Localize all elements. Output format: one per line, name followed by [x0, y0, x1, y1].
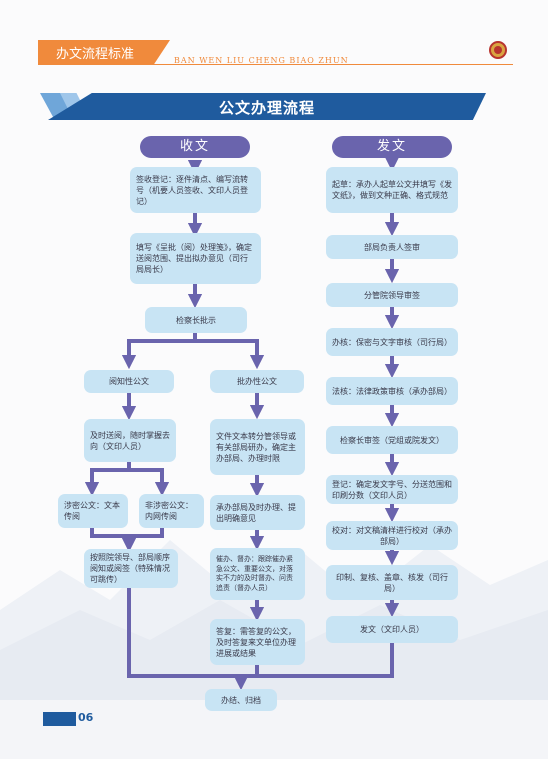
send-draft-step: 起草：承办人起草公文并填写《发文纸》，做到文种正确、格式规范: [326, 167, 458, 213]
issue-step: 发文（文印人员）: [326, 616, 458, 643]
leader-review-step: 分管院领导审签: [326, 283, 458, 307]
circulate-step: 按照院领导、部局顺序阅知或阅签（特殊情况可跳传）: [84, 549, 178, 588]
step-text: 检察长审签（党组或院发文）: [340, 435, 444, 445]
step-text: 部局负责人签审: [364, 242, 420, 252]
for-handling-branch: 批办性公文: [210, 370, 304, 393]
send-column-header: 发文: [332, 136, 452, 158]
timely-send-step: 及时送阅，随时掌握去向（文印人员）: [84, 419, 176, 462]
procuratorate-emblem-icon: [489, 41, 507, 59]
chief-approve-step: 检察长批示: [145, 307, 247, 333]
dept-sign-step: 部局负责人签审: [326, 235, 458, 259]
step-text: 校对：对文稿清样进行校对（承办部局）: [332, 525, 452, 546]
step-text: 涉密公文：文本传阅: [64, 501, 120, 521]
print-step: 印制、复核、盖章、核发（司行局）: [326, 565, 458, 600]
receive-column-header: 收文: [140, 136, 250, 158]
forward-step: 文件文本转分管领导或有关部局研办，确定主办部局、办理时限: [210, 419, 305, 475]
step-text: 发文（文印人员）: [360, 625, 424, 634]
step-text: 阅知性公文: [109, 377, 149, 386]
step-text: 及时送阅，随时掌握去向（文印人员）: [90, 430, 170, 451]
reply-step: 答复：需答复的公文，及时答复来文单位办理进展或结果: [210, 619, 305, 665]
receive-register-step: 签收登记：逐件清点、编写流转号（机要人员签收、文印人员登记）: [130, 167, 261, 213]
step-text: 填写《呈批（阅）处理笺》，确定送阅范围、提出拟办意见（司行局局长）: [136, 243, 252, 274]
step-text: 按照院领导、部局顺序阅知或阅签（特殊情况可跳传）: [90, 553, 170, 584]
step-text: 文件文本转分管领导或有关部局研办，确定主办部局、办理时限: [216, 431, 296, 463]
step-text: 答复：需答复的公文，及时答复来文单位办理进展或结果: [216, 626, 296, 658]
diagram-title: 公文办理流程: [218, 99, 315, 117]
step-text: 检察长批示: [176, 315, 216, 325]
step-text: 办核：保密与文字审核（司行局）: [332, 337, 452, 347]
step-text: 承办部局及时办理、提出明确意见: [216, 502, 296, 523]
for-reading-branch: 阅知性公文: [84, 370, 174, 393]
step-text: 法核：法律政策审核（承办部局）: [332, 386, 452, 396]
classified-step: 涉密公文：文本传阅: [58, 494, 128, 528]
step-text: 非涉密公文：内网传阅: [145, 501, 193, 521]
archive-step: 办结、归档: [205, 689, 277, 711]
page-number: 06: [78, 711, 94, 724]
step-text: 分管院领导审签: [364, 290, 420, 300]
step-text: 批办性公文: [237, 377, 277, 386]
office-review-step: 办核：保密与文字审核（司行局）: [326, 328, 458, 356]
unclassified-step: 非涉密公文：内网传阅: [139, 494, 204, 528]
page-number-bar: [43, 712, 76, 726]
step-text: 催办、督办：跟踪催办紧急公文、重要公文，对落实不力的及时督办、问责追责（督办人员…: [216, 555, 293, 592]
legal-review-step: 法核：法律政策审核（承办部局）: [326, 377, 458, 405]
step-text: 签收登记：逐件清点、编写流转号（机要人员签收、文印人员登记）: [136, 174, 248, 206]
step-text: 起草：承办人起草公文并填写《发文纸》，做到文种正确、格式规范: [332, 180, 452, 200]
dept-handle-step: 承办部局及时办理、提出明确意见: [210, 495, 305, 530]
title-banner: 公文办理流程: [48, 93, 486, 120]
send-register-step: 登记：确定发文字号、分送范围和印刷分数（文印人员）: [326, 475, 458, 504]
step-text: 办结、归档: [221, 695, 261, 705]
section-tab: 办文流程标准: [38, 40, 170, 64]
section-title: 办文流程标准: [56, 47, 135, 62]
step-text: 登记：确定发文字号、分送范围和印刷分数（文印人员）: [332, 479, 452, 500]
section-pinyin: BAN WEN LIU CHENG BIAO ZHUN: [174, 56, 349, 65]
step-text: 印制、复核、盖章、核发（司行局）: [336, 572, 448, 593]
proofread-step: 校对：对文稿清样进行校对（承办部局）: [326, 521, 458, 550]
header-rule: [38, 64, 513, 65]
receive-fill-form-step: 填写《呈批（阅）处理笺》，确定送阅范围、提出拟办意见（司行局局长）: [130, 233, 261, 284]
urge-supervise-step: 催办、督办：跟踪催办紧急公文、重要公文，对落实不力的及时督办、问责追责（督办人员…: [210, 548, 305, 600]
chief-sign-step: 检察长审签（党组或院发文）: [326, 426, 458, 454]
